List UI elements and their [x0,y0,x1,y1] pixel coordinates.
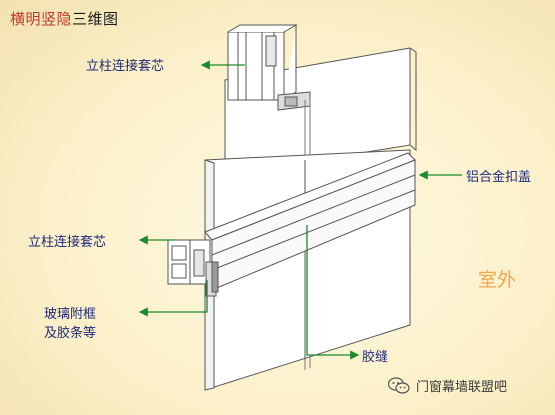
leader-lines [138,60,462,360]
outdoor-label: 室外 [478,269,517,291]
wechat-icon [388,376,410,395]
horizontal-transom-cover [204,152,416,291]
label-glass-frame-line1: 玻璃附框 [44,307,97,322]
label-sealant-joint: 胶缝 [362,350,389,365]
watermark: 门窗幕墙联盟吧 [388,376,507,395]
page-title: 横明竖隐三维图 [10,8,119,29]
label-mullion-sleeve-top: 立柱连接套芯 [86,59,165,74]
top-mullion-sleeve [227,24,311,111]
title-red-part: 横明竖隐 [10,10,73,28]
left-sleeve-section [167,239,219,297]
label-aluminum-cover: 铝合金扣盖 [466,170,532,185]
title-black-part: 三维图 [72,10,119,28]
label-mullion-sleeve-left: 立柱连接套芯 [28,235,107,250]
watermark-text: 门窗幕墙联盟吧 [416,380,508,395]
label-glass-frame-line2: 及胶条等 [44,326,97,341]
